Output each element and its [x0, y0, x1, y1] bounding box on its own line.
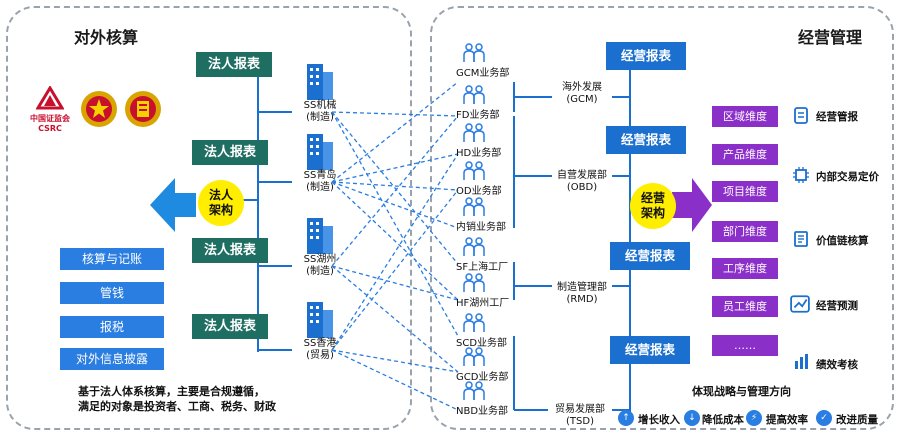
dimension-employee: 员工维度 [712, 296, 778, 317]
output-mgmt-report: 经营管报 [816, 111, 858, 123]
clipboard-icon [794, 107, 808, 124]
building-icon [307, 134, 333, 170]
dimension-process: 工序维度 [712, 258, 778, 279]
mgmt-report-2: 经营报表 [606, 126, 686, 154]
bottom-item-quality: 改进质量 [836, 414, 878, 426]
output-transfer-pricing: 内部交易定价 [816, 171, 879, 183]
cost-icon: ↓ [684, 410, 700, 426]
side-item-accounting: 核算与记账 [60, 248, 164, 270]
entity-type: (制造) [306, 112, 334, 123]
quality-icon: ✓ [816, 410, 832, 426]
people-icon [463, 313, 485, 332]
aic-emblem-icon [80, 90, 118, 128]
dimension-more: …… [712, 335, 778, 356]
efficiency-icon: ⚡ [746, 410, 762, 426]
csrc-logo: 中国证监会 CSRC [24, 85, 76, 138]
entity-ss-hongkong: SS香港 (贸易) [288, 296, 352, 362]
group-tsd: 贸易发展部 (TSD) [555, 404, 605, 427]
dimension-product: 产品维度 [712, 144, 778, 165]
entity-name: SS香港 [303, 338, 337, 349]
group-rmd: 制造管理部 (RMD) [557, 282, 607, 305]
trend-chart-icon [790, 295, 810, 313]
department-label: 内销业务部 [456, 222, 506, 233]
people-icon [463, 197, 485, 216]
entity-name: SS机械 [303, 100, 337, 111]
side-item-disclosure: 对外信息披露 [60, 348, 164, 370]
tax-emblem-icon [124, 90, 162, 128]
people-icon [463, 161, 485, 180]
management-title: 经营管理 [798, 28, 863, 47]
department-label: HD业务部 [456, 148, 502, 159]
csrc-name: 中国证监会 [30, 114, 70, 123]
output-forecast: 经营预测 [816, 300, 858, 312]
building-icon [307, 64, 333, 100]
people-icon [463, 237, 485, 256]
legal-report-2: 法人报表 [192, 140, 268, 165]
chip-icon [793, 167, 809, 183]
group-obd: 自营发展部 (OBD) [557, 170, 607, 193]
entity-type: (制造) [306, 266, 334, 277]
output-performance: 绩效考核 [816, 359, 858, 371]
bottom-item-growth: 增长收入 [638, 414, 680, 426]
dimension-department: 部门维度 [712, 221, 778, 242]
document-icon [794, 231, 808, 247]
entity-name: SS青岛 [303, 170, 337, 181]
department-label: HF湖州工厂 [456, 298, 510, 309]
department-label: SF上海工厂 [456, 262, 509, 273]
management-structure-node: 经营架构 [630, 183, 676, 229]
bar-chart-icon [795, 354, 808, 369]
side-item-treasury: 管钱 [60, 282, 164, 304]
output-value-chain: 价值链核算 [816, 235, 869, 247]
csrc-abbr: CSRC [38, 124, 62, 133]
legal-report-1: 法人报表 [196, 52, 272, 77]
bottom-item-cost: 降低成本 [702, 414, 744, 426]
building-icon [307, 218, 333, 254]
department-label: SCD业务部 [456, 338, 508, 349]
people-icon [463, 123, 485, 142]
department-label: FD业务部 [456, 110, 500, 121]
department-label: NBD业务部 [456, 406, 509, 417]
strategy-title: 体现战略与管理方向 [692, 385, 791, 398]
people-icon [463, 43, 485, 62]
group-gcm: 海外发展 (GCM) [562, 82, 602, 105]
dimension-project: 项目维度 [712, 181, 778, 202]
side-item-tax: 报税 [60, 316, 164, 338]
accounting-note: 基于法人体系核算，主要是合规遵循， 满足的对象是投资者、工商、税务、财政 [78, 385, 276, 413]
bottom-item-efficiency: 提高效率 [766, 414, 808, 426]
accounting-title: 对外核算 [74, 28, 139, 47]
people-icon [463, 273, 485, 292]
growth-icon: ↑ [618, 410, 634, 426]
entity-ss-qingdao: SS青岛 (制造) [288, 128, 352, 194]
mgmt-report-3: 经营报表 [610, 242, 690, 270]
legal-structure-node: 法人架构 [198, 180, 244, 226]
csrc-emblem-icon [35, 85, 65, 110]
entity-name: SS湖州 [303, 254, 337, 265]
entity-type: (贸易) [306, 350, 334, 361]
people-icon [463, 347, 485, 366]
mgmt-report-1: 经营报表 [606, 42, 686, 70]
people-icon [463, 381, 485, 400]
entity-ss-machinery: SS机械 (制造) [288, 58, 352, 124]
people-icon [463, 85, 485, 104]
department-label: GCM业务部 [456, 68, 510, 79]
mgmt-report-4: 经营报表 [610, 336, 690, 364]
dimension-region: 区域维度 [712, 106, 778, 127]
entity-ss-huzhou: SS湖州 (制造) [288, 212, 352, 278]
entity-type: (制造) [306, 182, 334, 193]
building-icon [307, 302, 333, 338]
department-label: OD业务部 [456, 186, 502, 197]
department-label: GCD业务部 [456, 372, 509, 383]
legal-report-3: 法人报表 [192, 238, 268, 263]
legal-report-4: 法人报表 [192, 314, 268, 339]
